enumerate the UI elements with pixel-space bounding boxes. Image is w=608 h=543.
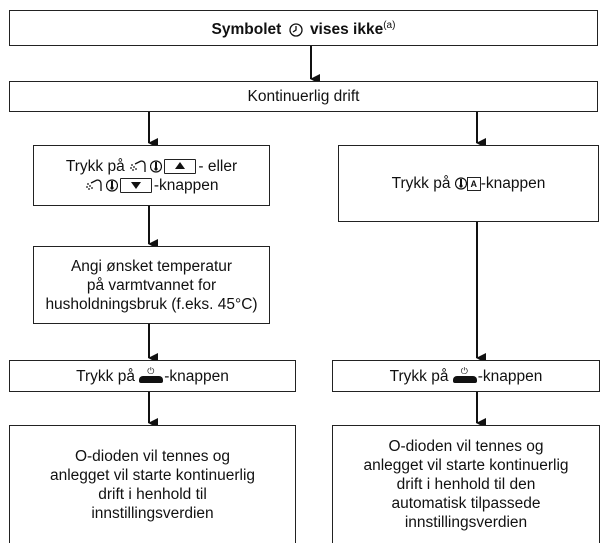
continuous-operation-label: Kontinuerlig drift: [247, 88, 360, 105]
result-line: drift i henhold til: [98, 485, 207, 503]
result-line: O-dioden vil tennes og: [74, 447, 231, 465]
left-press-button-text: -knappen: [153, 176, 219, 194]
clock-icon: [288, 23, 303, 38]
right-press-onoff-box: Trykk på ⏻-knappen: [332, 360, 600, 392]
right-onoff-text: Trykk på: [389, 367, 449, 385]
left-onoff-button-text: -knappen: [164, 367, 229, 385]
arrow-down-button-icon: [119, 177, 152, 193]
result-line: O-dioden vil tennes og: [388, 438, 544, 455]
shower-icon: [85, 179, 102, 191]
setpoint-line: på varmtvannet for: [86, 276, 217, 294]
left-press-or-text: - eller: [198, 157, 238, 175]
left-onoff-text: Trykk på: [76, 367, 135, 385]
right-press-button-text: -knappen: [480, 175, 546, 192]
auto-a-icon: A: [466, 176, 481, 191]
left-press-updown-box: Trykk på - eller -knappen: [33, 145, 270, 206]
footnote-marker: (a): [383, 20, 396, 32]
setpoint-line: Angi ønsket temperatur: [70, 257, 233, 275]
result-line: anlegget vil starte kontinuerlig: [363, 457, 569, 474]
left-press-onoff-box: Trykk på ⏻-knappen: [9, 360, 296, 392]
result-line: innstillingsverdien: [404, 514, 528, 531]
arrow-up-button-icon: [164, 158, 197, 174]
right-onoff-button-text: -knappen: [477, 367, 543, 385]
result-line: innstillingsverdien: [91, 504, 214, 522]
top-box-text-after: vises ikke: [309, 21, 384, 39]
thermometer-icon: [150, 160, 163, 173]
power-button-icon: ⏻: [452, 366, 477, 383]
thermometer-icon: [105, 179, 118, 192]
no-symbol-box: Symbolet vises ikke(a): [9, 10, 598, 46]
result-line: anlegget vil starte kontinuerlig: [49, 466, 256, 484]
left-press-text: Trykk på: [65, 157, 125, 175]
top-box-text-before: Symbolet: [211, 21, 282, 39]
right-result-box: O-dioden vil tennes og anlegget vil star…: [332, 425, 600, 543]
result-line: drift i henhold til den: [396, 476, 536, 493]
shower-icon: [130, 160, 146, 172]
power-button-icon: ⏻: [139, 366, 164, 383]
thermometer-icon: [454, 177, 467, 191]
result-line: automatisk tilpassede: [391, 495, 541, 512]
set-temperature-box: Angi ønsket temperatur på varmtvannet fo…: [33, 246, 270, 324]
right-press-auto-box: Trykk på A-knappen: [338, 145, 599, 222]
left-result-box: O-dioden vil tennes og anlegget vil star…: [9, 425, 296, 543]
setpoint-line: husholdningsbruk (f.eks. 45°C): [45, 295, 258, 313]
right-press-text: Trykk på: [391, 175, 451, 192]
continuous-operation-box: Kontinuerlig drift: [9, 81, 598, 112]
